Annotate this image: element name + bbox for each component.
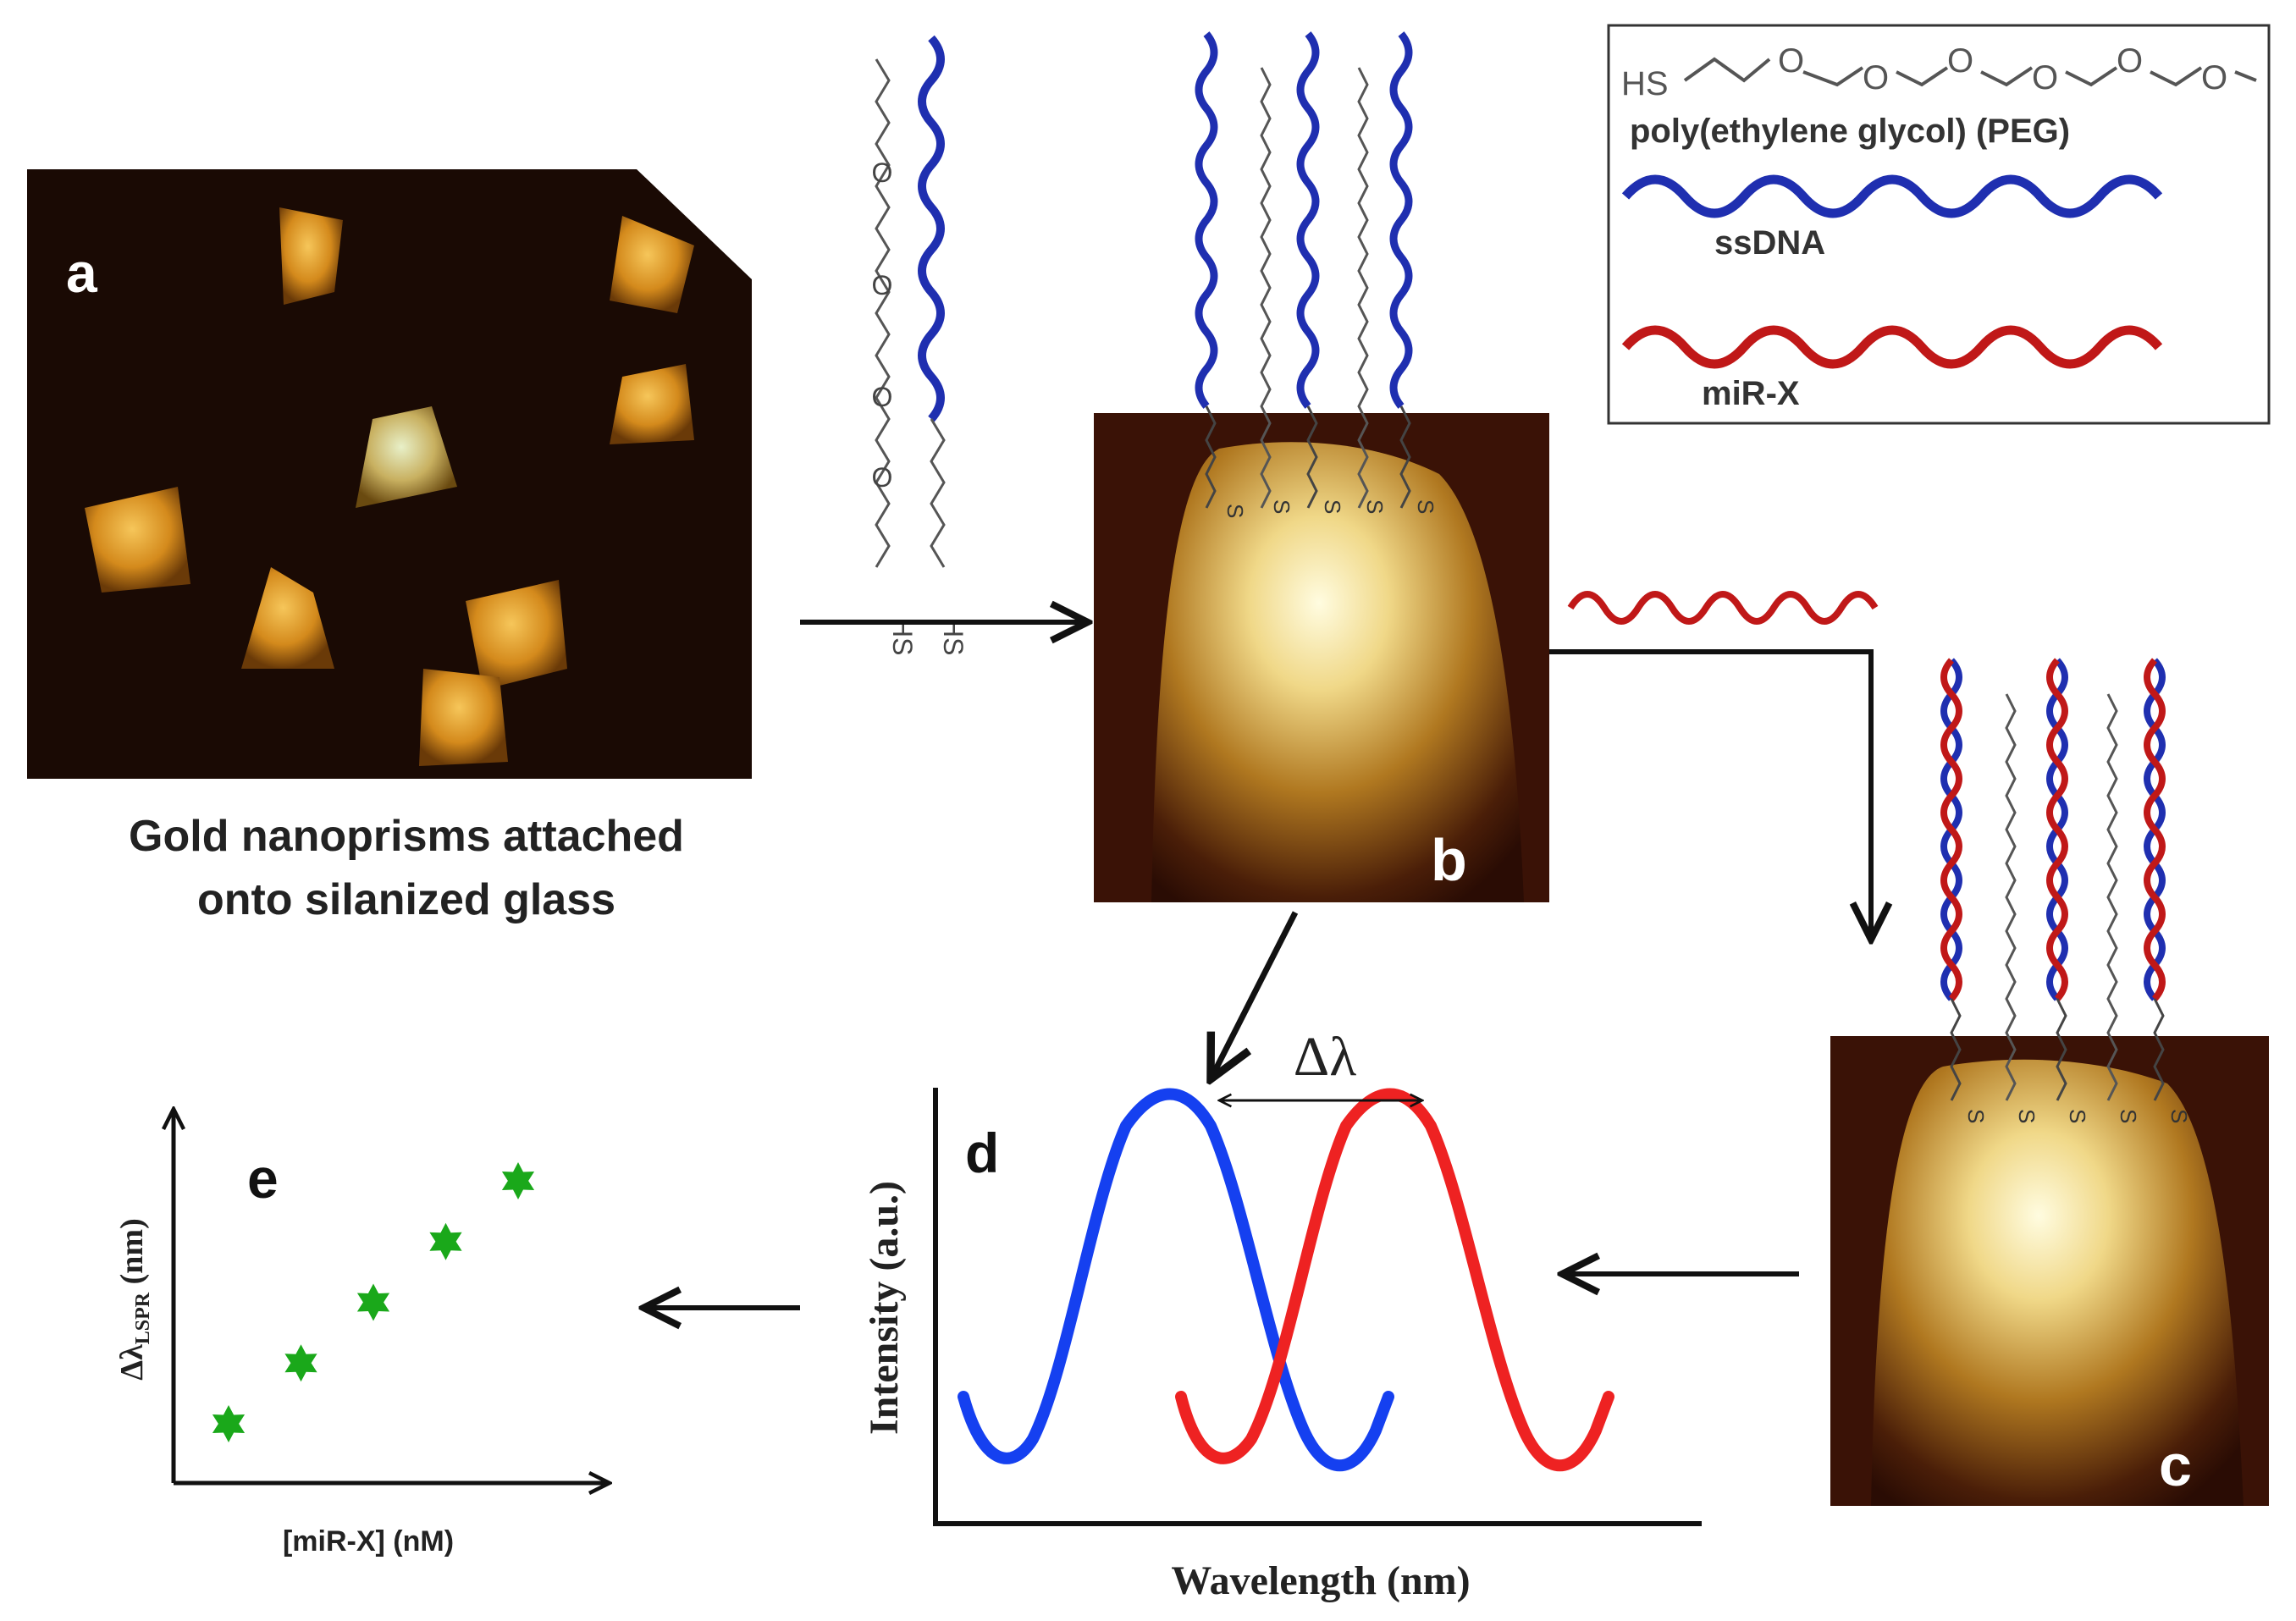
alkyl-linker: [930, 418, 946, 568]
legend-peg-o: O: [1778, 42, 1804, 80]
panel-e-ylabel-sub: LSPR: [132, 1292, 154, 1344]
ssdna-strand: [1195, 31, 1218, 409]
legend-box: HS O O O O O O poly(ethylene glycol) (PE…: [1607, 24, 2271, 425]
panel-a-letter: a: [66, 241, 98, 304]
nanoprism-group: [85, 207, 694, 766]
surface-strands: S S S S S: [1195, 31, 1438, 518]
sulfur-label: S: [2166, 1109, 2192, 1123]
nanoprism: [466, 580, 567, 690]
alkyl-linker: [1399, 405, 1411, 509]
nanoprism: [419, 669, 508, 766]
panel-e: e ΔλLSPR (nm) [miR-X] (nM): [114, 1109, 610, 1558]
oxygen-label: O: [872, 270, 893, 300]
nanoprism: [279, 207, 343, 305]
sulfur-label: S: [2014, 1109, 2039, 1123]
nanoprism: [85, 487, 190, 593]
mir-x-strand: [1567, 591, 1879, 625]
legend-mir-label: miR-X: [1702, 375, 1800, 412]
sulfur-label: S: [1223, 504, 1248, 518]
panel-d: Δλ d Intensity (a.u.) Wavelength (nm): [862, 1026, 1702, 1603]
panel-d-letter: d: [965, 1122, 999, 1184]
alkyl-linker: [2153, 998, 2165, 1101]
sulfur-label: S: [1362, 499, 1388, 514]
nanoprism: [610, 364, 694, 444]
panel-e-xlabel: [miR-X] (nM): [283, 1525, 454, 1558]
nanoprism: [241, 567, 334, 669]
panel-d-axes: [933, 1088, 1702, 1526]
legend-mir-wave: [1621, 325, 2163, 369]
reagent-strands: O O O O HS HS: [872, 35, 969, 655]
panel-e-ylabel-main: Δλ: [114, 1344, 150, 1381]
panel-e-ylabel: ΔλLSPR (nm): [114, 1218, 154, 1380]
legend-peg-o: O: [1947, 42, 1973, 80]
legend-ssdna-wave: [1621, 174, 2163, 218]
legend-peg-o: O: [1863, 59, 1889, 96]
panel-b: S S S S S b: [1094, 31, 1549, 902]
sulfur-label: S: [1320, 499, 1345, 514]
sulfur-label: S: [1269, 499, 1294, 514]
panel-e-ylabel-unit: (nm): [114, 1218, 150, 1293]
legend-peg-o: O: [2032, 59, 2058, 96]
delta-lambda-label: Δλ: [1294, 1026, 1356, 1088]
peg-chain: [1357, 67, 1369, 509]
mir-x-strand: [1940, 658, 1962, 1001]
ssdna-strand: [1389, 31, 1413, 409]
peg-chain: [875, 58, 891, 568]
ssdna-strand: [918, 35, 945, 422]
spectrum-red-curve: [1175, 1088, 1614, 1472]
sulfur-label: S: [1963, 1109, 1989, 1123]
panel-d-xlabel: Wavelength (nm): [1171, 1558, 1470, 1603]
oxygen-label: O: [872, 462, 893, 493]
sulfur-label: S: [1413, 499, 1438, 514]
legend-ssdna-label: ssDNA: [1714, 224, 1825, 262]
panel-a: a Gold nanoprisms attached onto silanize…: [27, 169, 752, 924]
peg-chain: [2005, 693, 2017, 1101]
panel-e-letter: e: [247, 1147, 279, 1210]
alkyl-linker: [1950, 998, 1962, 1101]
alkyl-linker: [1205, 405, 1217, 509]
mir-x-strand: [2046, 658, 2068, 1001]
legend-peg-hs: HS: [1621, 65, 1669, 102]
scatter-point: [284, 1344, 317, 1382]
afm-peak: [1871, 1059, 2244, 1506]
scatter-point: [501, 1162, 535, 1199]
nanoprism: [356, 406, 457, 508]
panel-b-letter: b: [1431, 827, 1467, 893]
peg-chain: [2106, 693, 2118, 1101]
arrow-b-to-d: [1211, 911, 1299, 1079]
scatter-point: [356, 1283, 390, 1321]
panel-c-letter: c: [2159, 1432, 2192, 1498]
peg-chain: [1260, 67, 1272, 509]
spectrum-blue-curve: [958, 1088, 1394, 1472]
mir-x-strand: [2144, 658, 2166, 1001]
peg-chain-legend: [1683, 57, 2257, 87]
legend-peg-o: O: [2201, 59, 2227, 96]
panel-a-caption-line-2: onto silanized glass: [197, 875, 615, 924]
alkyl-linker: [1306, 405, 1318, 509]
panel-c: S S S S S c: [1830, 658, 2269, 1506]
oxygen-label: O: [872, 382, 893, 412]
afm-peak: [1151, 442, 1524, 902]
panel-d-ylabel: Intensity (a.u.): [862, 1181, 907, 1435]
scatter-point: [429, 1222, 462, 1260]
panel-a-caption-line-1: Gold nanoprisms attached: [129, 812, 684, 861]
scatter-points: [212, 1162, 535, 1442]
legend-peg-o: O: [2117, 42, 2143, 80]
nanoprism: [610, 216, 694, 313]
ssdna-strand: [1296, 31, 1320, 409]
oxygen-label: O: [872, 157, 893, 188]
duplex-strands: S S S S S: [1940, 658, 2192, 1123]
alkyl-linker: [2056, 998, 2067, 1101]
sulfur-label: S: [2065, 1109, 2090, 1123]
scatter-point: [212, 1405, 246, 1442]
legend-peg-label: poly(ethylene glycol) (PEG): [1630, 113, 2070, 150]
sulfur-label: S: [2116, 1109, 2141, 1123]
arrow-b-to-c: [1549, 649, 1871, 940]
